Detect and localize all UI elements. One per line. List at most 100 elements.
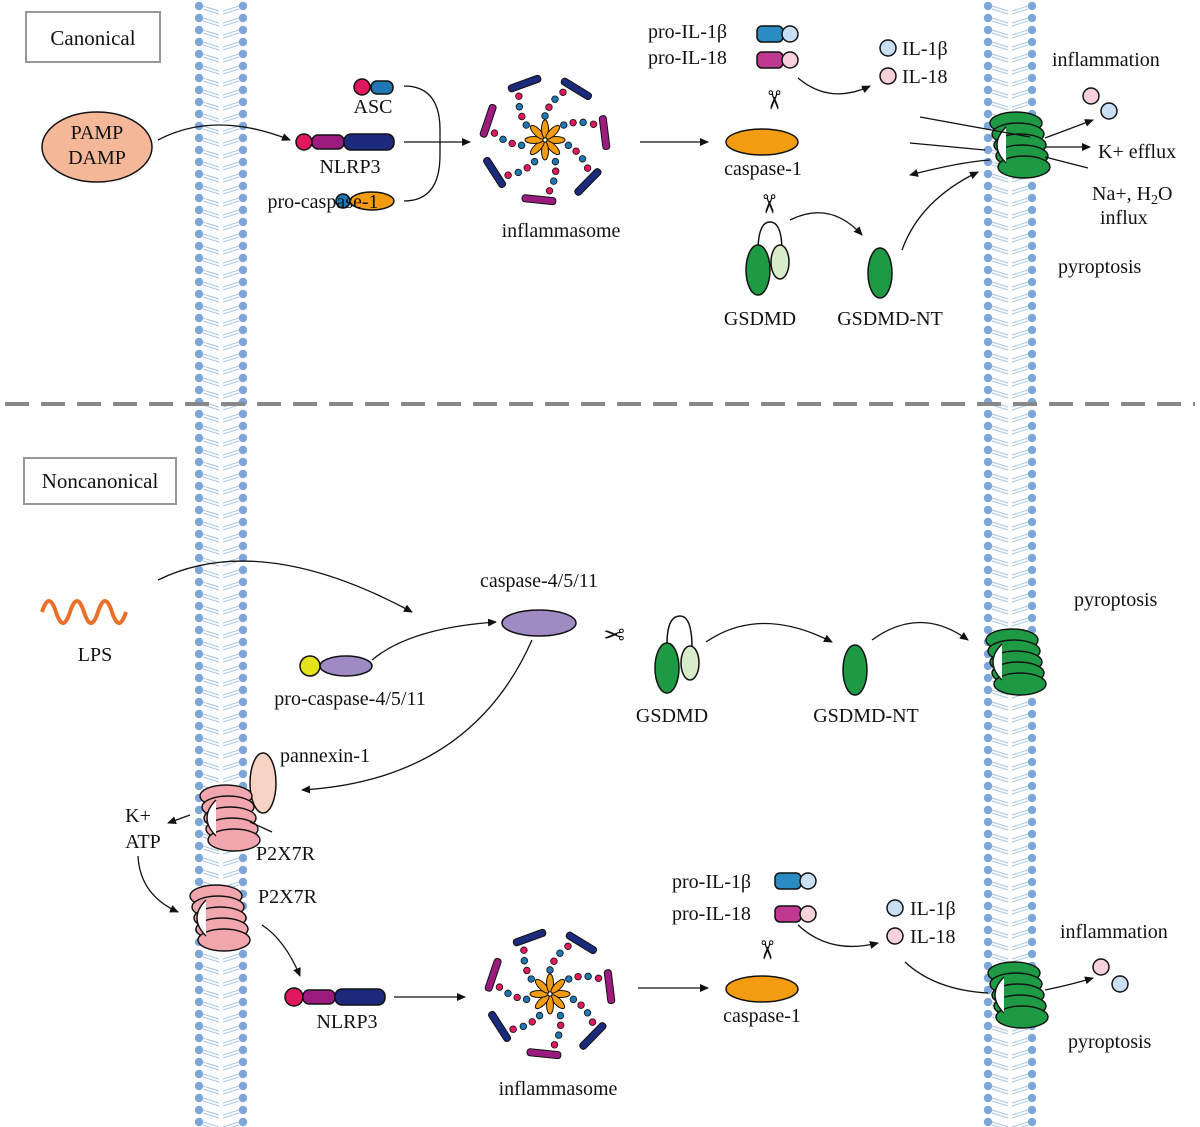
il18-icon-nc [886, 927, 904, 945]
arrow-k-atp-out [167, 814, 191, 825]
arrow-pamp-to-nlrp3 [157, 124, 291, 141]
pannexin-1-label: pannexin-1 [280, 745, 370, 767]
il18-label: IL-18 [902, 66, 948, 88]
pamp-label: PAMP [71, 122, 124, 144]
arrow-lps-to-caspase4 [157, 560, 413, 613]
asc-protein-icon [353, 78, 394, 96]
scissors-icon-4: ✂ [751, 939, 781, 961]
pro-il18-icon [756, 51, 799, 69]
damp-label-text: DAMP [68, 147, 126, 169]
lps-label: LPS [78, 644, 112, 666]
nlrp3-protein-icon [295, 133, 395, 151]
scissors-icon-2: ✂ [753, 193, 783, 215]
pro-il1b-label: pro-IL-1β [648, 21, 727, 43]
p2x7r-channel-icon-2 [189, 884, 251, 952]
caspase-1-label: caspase-1 [724, 158, 802, 180]
gsdmd-nt-icon-nc [842, 644, 868, 696]
arrow-procasp4-to-casp4 [371, 618, 497, 661]
p2x7r-pointer-1 [249, 821, 273, 833]
atp-label: ATP [125, 831, 161, 853]
gsdmd-pore-icon [989, 111, 1051, 179]
lps-icon [40, 599, 128, 625]
arrow-gsdmd-nc-to-nt [705, 622, 833, 643]
nlrp3-protein-icon-nc [284, 987, 386, 1007]
arrow-to-il-nc [797, 924, 879, 949]
arrow-pore-to-inflammation [1044, 976, 1094, 991]
k-efflux-label: K+ efflux [1098, 141, 1176, 163]
inflammation-label-nc: inflammation [1060, 921, 1168, 943]
arrow-influx-curve [909, 159, 991, 177]
released-il18-icon [1082, 87, 1100, 105]
pro-il1b-label-nc: pro-IL-1β [672, 871, 751, 893]
nlrp3-label: NLRP3 [319, 156, 380, 178]
arrow-in-flux [909, 142, 986, 151]
p2x7r-label-1: P2X7R [256, 843, 316, 865]
gsdmd-icon-nc [654, 615, 700, 694]
il1b-icon [879, 39, 897, 57]
pyroptosis-label-canonical: pyroptosis [1058, 256, 1142, 278]
noncanonical-label-box [23, 457, 177, 505]
gsdmd-icon [745, 221, 790, 296]
gsdmd-pore-icon-nc [985, 628, 1047, 696]
caspase-4-label: caspase-4/5/11 [480, 570, 598, 592]
gsdmd-label-nc: GSDMD [636, 705, 708, 727]
caspase-1-ellipse [725, 128, 799, 156]
released-il1b-icon-nc [1111, 975, 1129, 993]
pro-caspase-1-icon [335, 191, 395, 211]
inflammasome-icon-nc [484, 928, 616, 1060]
influx-label: influx [1100, 207, 1148, 229]
bracket-assembly [403, 85, 441, 202]
pro-il18-label-nc: pro-IL-18 [672, 903, 751, 925]
pro-il18-icon-nc [774, 905, 817, 923]
arrow-na-influx [1044, 156, 1089, 169]
inflammation-label: inflammation [1052, 49, 1160, 71]
il18-icon [879, 67, 897, 85]
arrow-nt-to-pore [901, 171, 979, 251]
arrow-out-1 [919, 116, 1031, 138]
arrow-il-nc-to-pore [904, 961, 989, 994]
pro-il1b-icon [756, 25, 799, 43]
noncanonical-label: Noncanonical [42, 469, 159, 493]
inflammasome-icon [479, 74, 611, 206]
canonical-label-box [25, 11, 161, 63]
na-influx-label: Na+, H2O [1092, 183, 1173, 208]
arrow-casp4-to-pannexin [301, 639, 533, 794]
arrow-atp-to-p2x7r [137, 855, 179, 913]
caspase-1-label-nc: caspase-1 [723, 1005, 801, 1027]
inflammasome-label-nc: inflammasome [499, 1078, 618, 1100]
pyroptosis-label-nc-bottom: pyroptosis [1068, 1031, 1152, 1053]
pro-caspase-4-icon [299, 655, 373, 677]
arrow-out-2 [1044, 119, 1094, 139]
gsdmd-nt-label-nc: GSDMD-NT [813, 705, 919, 727]
cell-membrane-left [194, 1, 248, 1127]
gsdmd-pore-icon-nc-bottom [987, 961, 1049, 1029]
il18-label-nc: IL-18 [910, 926, 956, 948]
pro-il18-label: pro-IL-18 [648, 47, 727, 69]
asc-label: ASC [354, 96, 393, 118]
il1b-label: IL-1β [902, 38, 948, 60]
pamp-damp-ellipse [41, 111, 153, 183]
gsdmd-label: GSDMD [724, 308, 796, 330]
pro-il1b-icon-nc [774, 872, 817, 890]
k-plus-label: K+ [125, 805, 151, 827]
pro-caspase-1-label: pro-caspase-1 [267, 191, 378, 213]
canonical-label: Canonical [50, 26, 135, 50]
pannexin-1-icon [249, 752, 277, 814]
caspase-4-ellipse [501, 609, 577, 637]
gsdmd-nt-label: GSDMD-NT [837, 308, 943, 330]
pro-caspase-4-label: pro-caspase-4/5/11 [274, 688, 425, 710]
gsdmd-nt-icon [867, 247, 893, 299]
inflammasome-label: inflammasome [502, 220, 621, 242]
caspase-1-ellipse-nc [725, 975, 799, 1003]
p2x7r-channel-icon-1 [199, 784, 261, 852]
il1b-icon-nc [886, 899, 904, 917]
scissors-icon: ✂ [758, 89, 788, 111]
scissors-icon-3: ✂ [603, 618, 625, 648]
arrow-to-il [797, 77, 871, 95]
pyroptosis-label-nc-top: pyroptosis [1074, 589, 1158, 611]
arrow-nt-nc-to-pore [871, 621, 969, 641]
nlrp3-label-nc: NLRP3 [316, 1011, 377, 1033]
released-il1b-icon [1100, 102, 1118, 120]
p2x7r-label-2: P2X7R [258, 886, 318, 908]
